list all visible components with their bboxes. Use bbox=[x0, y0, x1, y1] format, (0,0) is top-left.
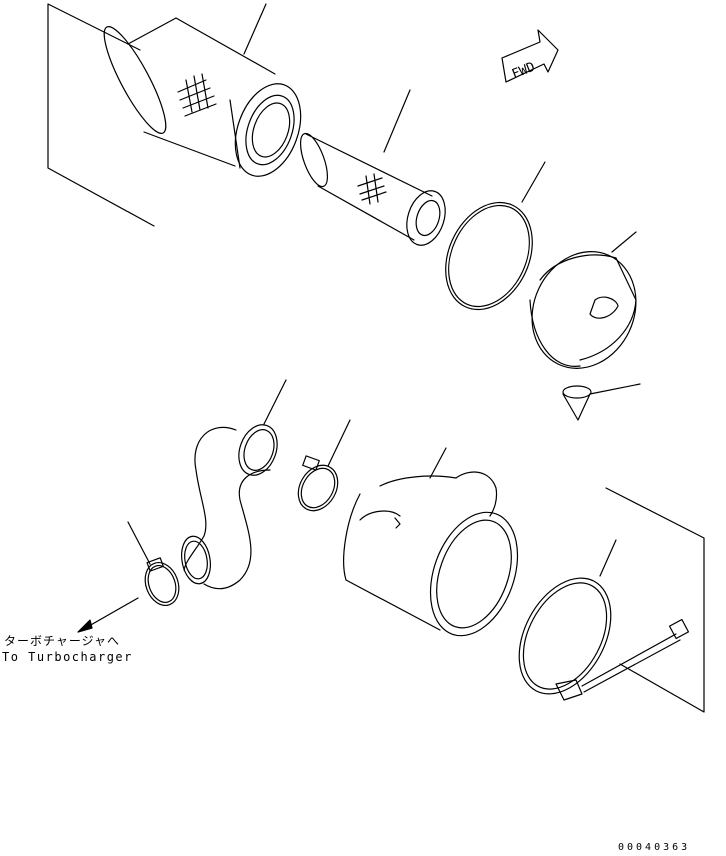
mesh-pattern-icon bbox=[357, 173, 387, 205]
cleaner-cover bbox=[529, 231, 637, 369]
o-ring bbox=[445, 161, 546, 311]
hose-clamp-upper bbox=[297, 419, 351, 512]
mesh-pattern-icon bbox=[177, 73, 217, 117]
forward-direction-arrow: FWD bbox=[501, 29, 559, 83]
intake-hose bbox=[180, 379, 287, 590]
lower-mounting-bracket bbox=[605, 487, 705, 713]
air-cleaner-body bbox=[343, 447, 519, 637]
upper-mounting-bracket bbox=[47, 3, 155, 227]
fwd-label: FWD bbox=[510, 60, 538, 83]
hose-clamp-lower bbox=[127, 521, 180, 606]
drawing-code: 00040363 bbox=[618, 842, 691, 853]
outer-filter-element bbox=[103, 3, 302, 177]
mounting-band bbox=[518, 539, 617, 701]
turbocharger-direction-arrow bbox=[77, 597, 139, 633]
band-bolt bbox=[581, 618, 690, 693]
destination-label-en: To Turbocharger bbox=[2, 650, 133, 664]
evacuator-valve bbox=[562, 383, 641, 421]
destination-label-jp: ターボチャージャへ bbox=[4, 634, 121, 648]
inner-filter-element bbox=[299, 89, 446, 246]
